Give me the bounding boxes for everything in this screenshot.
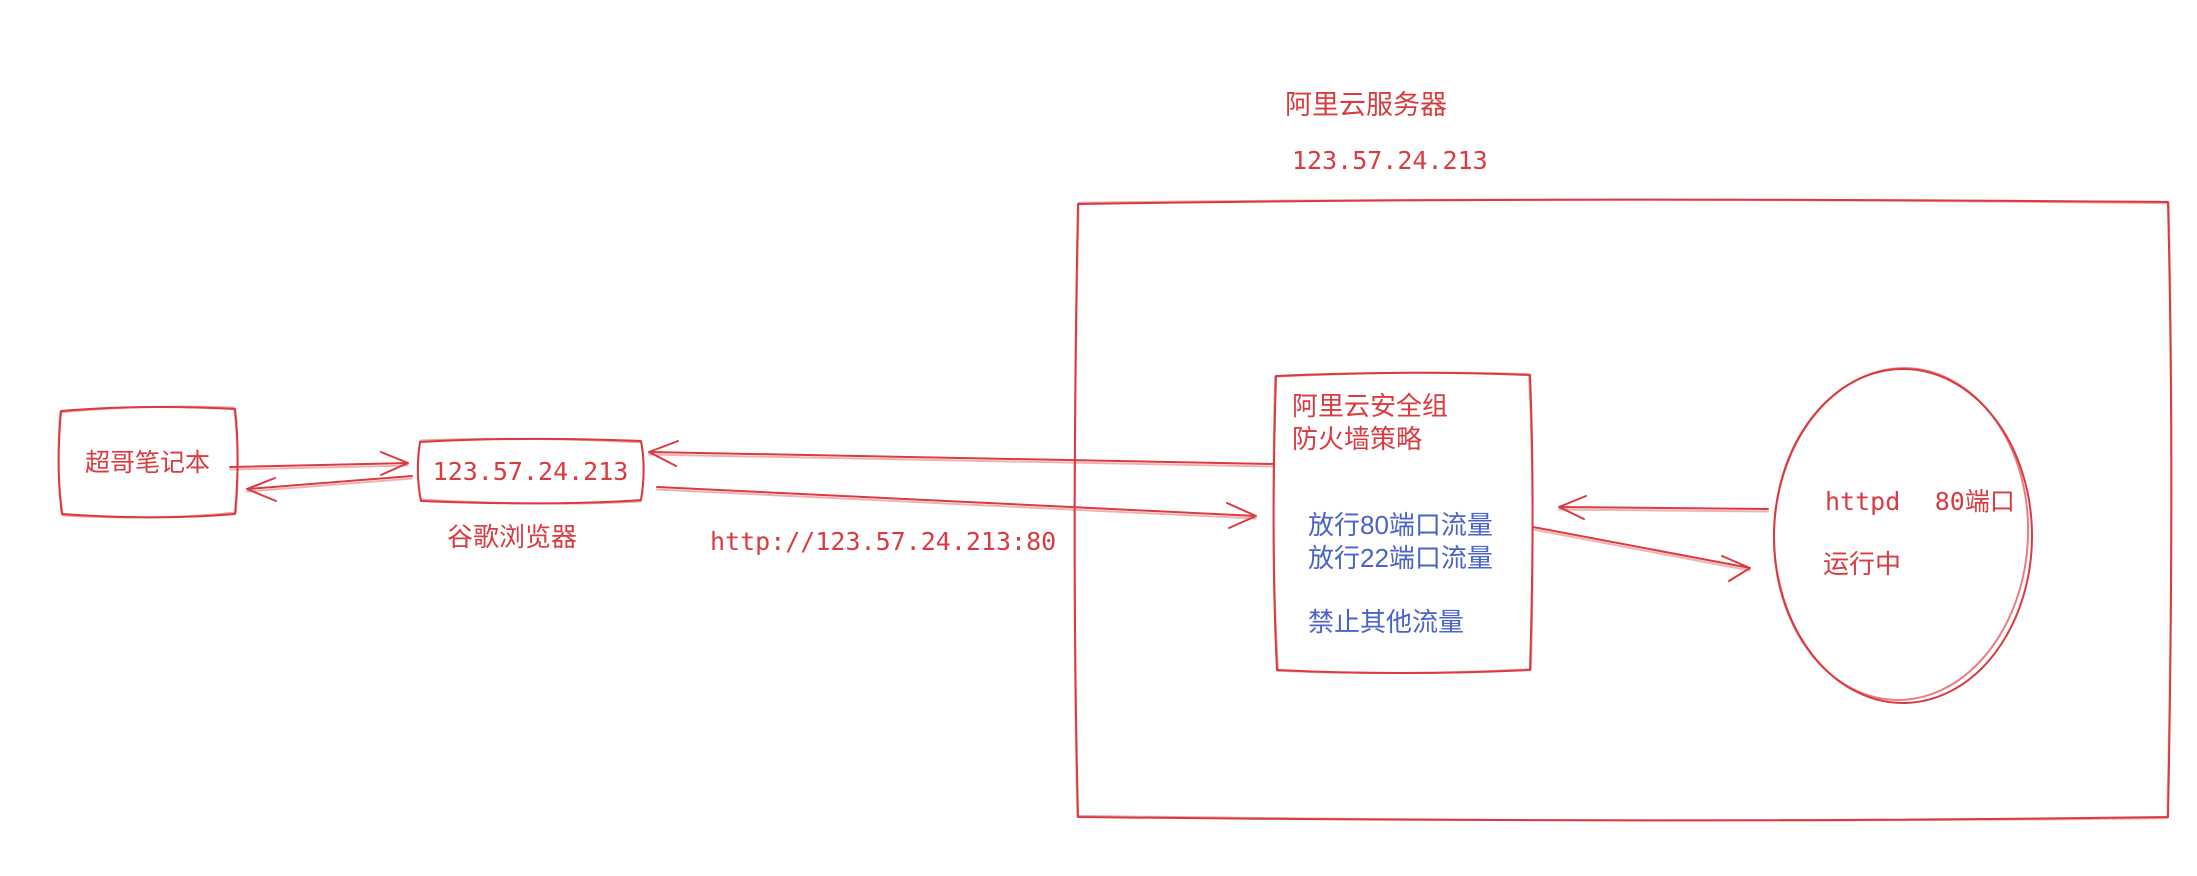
firewall-rule-allow-80: 放行80端口流量 — [1308, 510, 1493, 540]
httpd-status: 运行中 — [1823, 549, 1902, 579]
security-group-title-line2: 防火墙策略 — [1292, 424, 1423, 454]
request-url-label: http://123.57.24.213:80 — [710, 527, 1057, 556]
arrow-browser-to-security — [656, 486, 1257, 529]
server-ip: 123.57.24.213 — [1292, 146, 1488, 175]
browser-node: 123.57.24.213 — [418, 440, 643, 503]
arrow-httpd-to-security — [1558, 495, 1769, 520]
arrow-browser-to-laptop — [246, 475, 413, 502]
server-title: 阿里云服务器 — [1285, 90, 1447, 120]
browser-ip: 123.57.24.213 — [432, 456, 629, 486]
firewall-rule-deny-other: 禁止其他流量 — [1308, 607, 1465, 637]
httpd-port: 80端口 — [1934, 487, 2015, 516]
laptop-box — [57, 405, 239, 519]
browser-label: 谷歌浏览器 — [447, 522, 578, 552]
httpd-name: httpd — [1825, 487, 1901, 516]
diagram-strokes — [57, 198, 2173, 822]
security-group-box — [1272, 371, 1534, 675]
httpd-process-line: httpd 80端口 — [1825, 487, 2015, 517]
arrow-security-to-browser — [648, 440, 1275, 468]
security-group-title-line1: 阿里云安全组 — [1292, 391, 1449, 421]
browser-box — [416, 437, 645, 505]
laptop-node: 超哥笔记本 — [58, 408, 237, 517]
httpd-ellipse — [1772, 367, 2033, 704]
server-box — [1073, 198, 2173, 822]
arrow-security-to-httpd — [1532, 526, 1751, 582]
laptop-label: 超哥笔记本 — [84, 448, 210, 477]
arrow-laptop-to-browser — [229, 451, 409, 476]
firewall-rule-allow-22: 放行22端口流量 — [1308, 543, 1493, 573]
